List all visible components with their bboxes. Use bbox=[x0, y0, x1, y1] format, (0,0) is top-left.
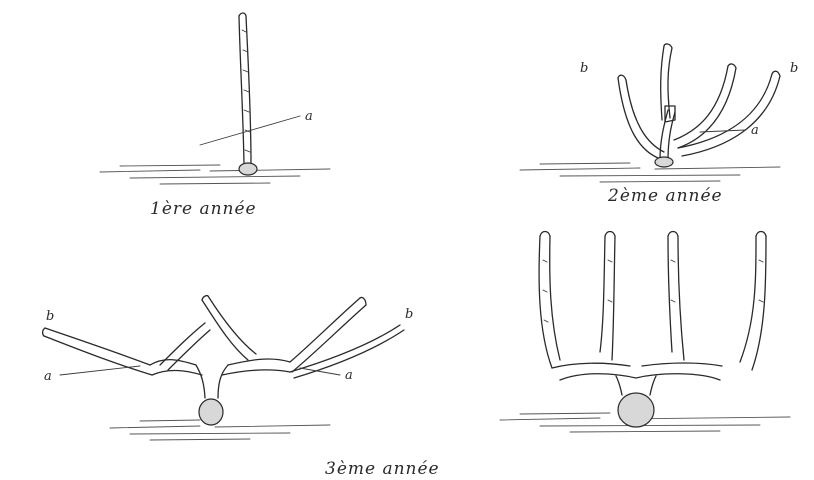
year3a-label-a-left: a bbox=[44, 369, 52, 384]
panel-year-3-spread: b b a a bbox=[43, 296, 414, 440]
panel-year-3-trained bbox=[500, 232, 790, 433]
year1-caption: 1ère année bbox=[150, 199, 257, 219]
year2-label-a: a bbox=[751, 123, 759, 138]
year3a-label-b-left: b bbox=[46, 309, 54, 324]
year2-label-b-right: b bbox=[790, 61, 798, 76]
year3a-label-b-right: b bbox=[405, 307, 413, 322]
panel-year-2: b b a 2ème année bbox=[520, 44, 798, 206]
year1-label-a: a bbox=[305, 109, 313, 124]
year3a-leader-a-left bbox=[60, 366, 140, 375]
panel-year-1: a 1ère année bbox=[100, 13, 330, 219]
year1-cane bbox=[239, 13, 257, 175]
year2-label-b-left: b bbox=[580, 61, 588, 76]
year3a-label-a-right: a bbox=[345, 368, 353, 383]
year2-canes bbox=[618, 44, 780, 167]
year3-caption: 3ème année bbox=[325, 459, 440, 479]
year2-ground bbox=[520, 163, 780, 182]
year3a-ground bbox=[110, 420, 330, 440]
year3b-canes bbox=[539, 232, 766, 428]
year1-ground bbox=[100, 165, 330, 184]
year3a-canes bbox=[43, 296, 404, 425]
year2-caption: 2ème année bbox=[607, 186, 723, 206]
